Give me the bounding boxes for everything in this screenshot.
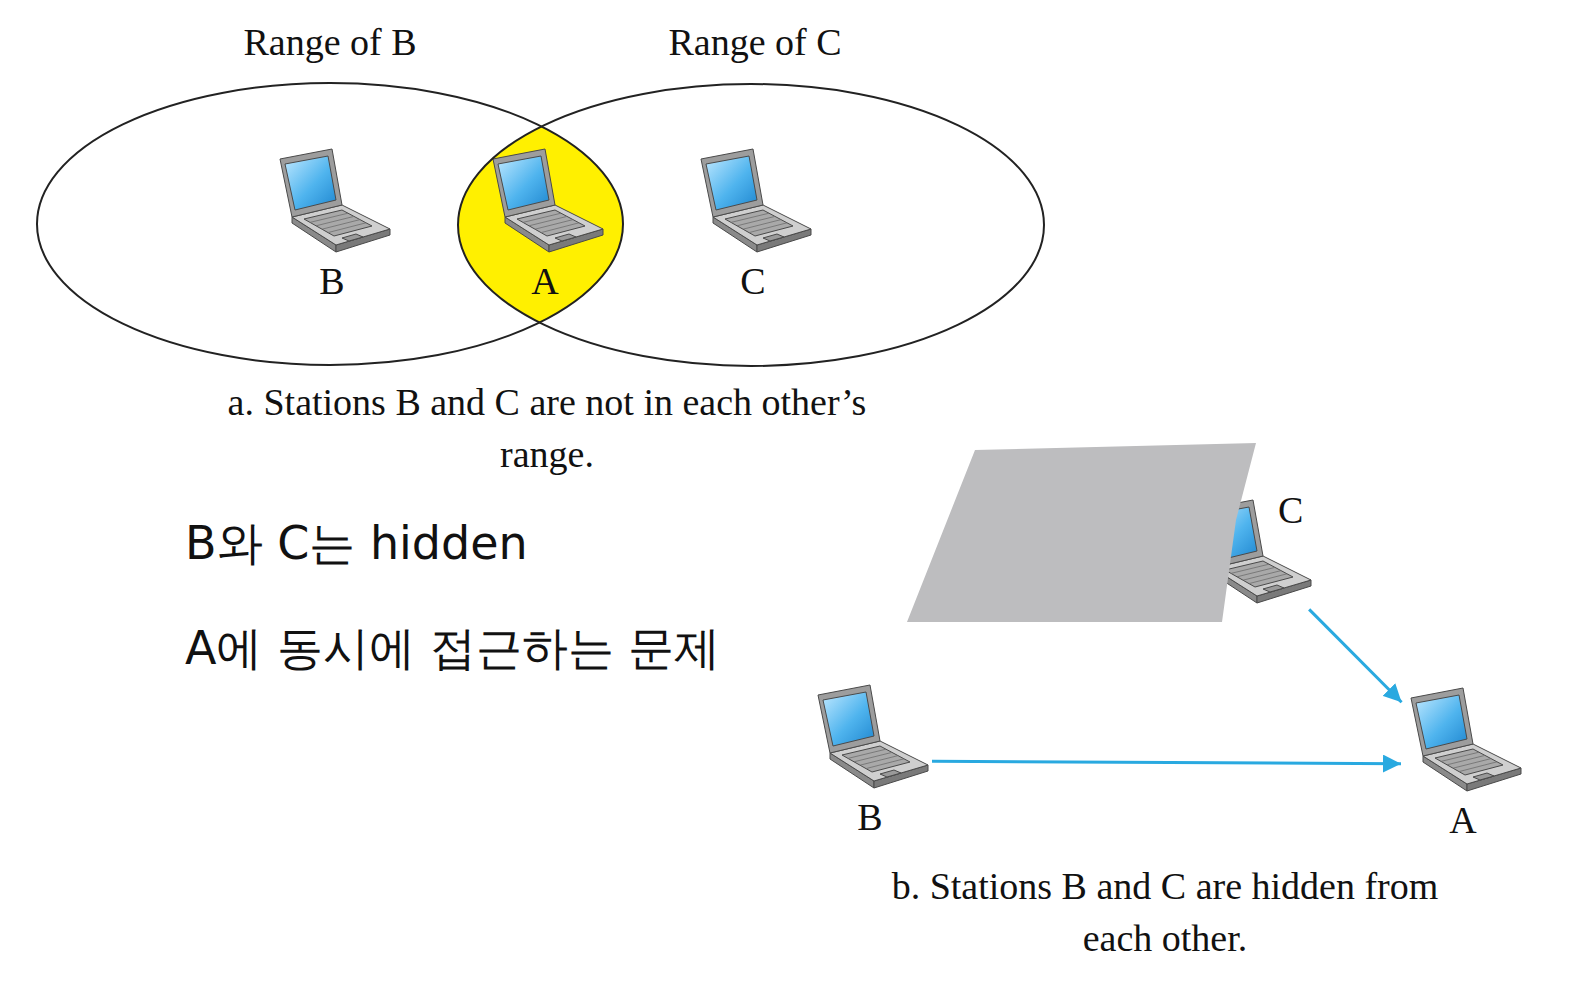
laptop-screen	[706, 156, 757, 210]
laptop-station: A	[1403, 686, 1523, 842]
signal-arrow	[932, 761, 1401, 763]
laptop-station: B	[272, 147, 392, 303]
figure-caption: b. Stations B and C are hidden from each…	[875, 860, 1455, 964]
shared-defs	[0, 0, 1, 1]
keyboard-row	[848, 749, 886, 758]
laptop-keyboard	[725, 210, 793, 236]
range-heading: Range of B	[243, 20, 416, 64]
range-heading: Range of C	[668, 20, 841, 64]
laptop-lid	[280, 149, 342, 217]
laptop-icon	[272, 147, 392, 257]
keyboard-row	[328, 223, 366, 233]
keyboard-row	[749, 223, 787, 233]
signal-arrow	[1309, 609, 1401, 702]
laptop-touchpad	[342, 234, 363, 241]
laptop-station: B	[810, 683, 930, 839]
laptop-screen	[285, 156, 336, 210]
range-ellipse-line	[37, 83, 623, 365]
laptop-keyboard	[304, 210, 372, 236]
keyboard-row	[731, 213, 769, 222]
station-label: C	[1278, 488, 1303, 532]
figure-caption: a. Stations B and C are not in each othe…	[227, 376, 867, 480]
range-ellipse: C Range of C	[452, 18, 1052, 368]
keyboard-row	[535, 220, 573, 230]
station-label: B	[857, 795, 882, 839]
laptop-station: C	[1193, 498, 1313, 608]
laptop-touchpad	[1263, 585, 1284, 592]
keyboard-row	[860, 756, 898, 766]
laptop-screen	[1416, 695, 1467, 749]
laptop-screen	[823, 692, 874, 746]
keyboard-row	[1441, 752, 1479, 761]
laptop-lid	[701, 149, 763, 217]
keyboard-row	[1249, 574, 1287, 584]
keyboard-row	[1447, 755, 1485, 764]
station-label: A	[531, 259, 558, 303]
laptop-keyboard	[842, 746, 910, 772]
laptop-station: C	[693, 147, 813, 303]
handwritten-note: B와 C는 hidden	[185, 515, 785, 571]
laptop-touchpad	[763, 234, 784, 241]
range-ellipse: B A Range of B	[30, 18, 630, 368]
keyboard-row	[1237, 567, 1275, 576]
station-label: C	[740, 259, 765, 303]
keyboard-row	[854, 752, 892, 761]
keyboard-row	[310, 213, 348, 222]
handwritten-note: A에 동시에 접근하는 문제	[185, 620, 865, 676]
laptop-screen	[1206, 507, 1257, 561]
laptop-icon	[1403, 686, 1523, 796]
keyboard-row	[737, 216, 775, 225]
overlap-fill	[37, 83, 623, 365]
laptop-keyboard	[1225, 561, 1293, 587]
laptop-touchpad	[1473, 773, 1494, 780]
laptop-icon	[693, 147, 813, 257]
laptop-lid	[493, 149, 555, 217]
station-label: B	[319, 259, 344, 303]
keyboard-row	[866, 759, 904, 769]
range-ellipse-line	[458, 84, 1044, 366]
laptop-icon	[485, 147, 605, 257]
station-label: A	[1449, 798, 1476, 842]
keyboard-row	[322, 220, 360, 230]
keyboard-row	[743, 220, 781, 230]
keyboard-row	[529, 216, 567, 225]
laptop-touchpad	[880, 770, 901, 777]
keyboard-row	[1453, 759, 1491, 769]
keyboard-row	[1459, 762, 1497, 772]
laptop-lid	[1411, 688, 1473, 756]
laptop-lid	[1201, 500, 1263, 568]
keyboard-row	[1231, 564, 1269, 573]
keyboard-row	[316, 216, 354, 225]
laptop-touchpad	[555, 234, 576, 241]
keyboard-row	[523, 213, 561, 222]
obstacle-wall	[907, 443, 1256, 622]
laptop-station: A	[485, 147, 605, 303]
laptop-keyboard	[1435, 749, 1503, 775]
keyboard-row	[541, 223, 579, 233]
keyboard-row	[1243, 571, 1281, 581]
laptop-screen	[498, 156, 549, 210]
laptop-lid	[818, 685, 880, 753]
laptop-keyboard	[517, 210, 585, 236]
laptop-icon	[810, 683, 930, 793]
